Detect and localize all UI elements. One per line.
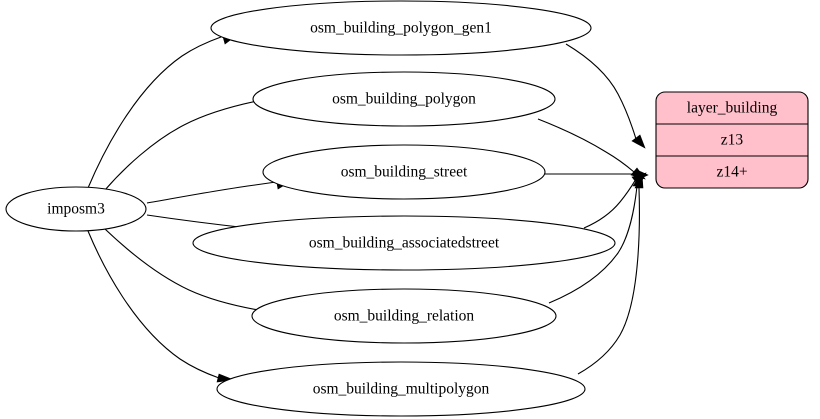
record-row-label-layer_building_z14plus: z14+ [716, 164, 747, 181]
layer-building-box [655, 91, 809, 189]
node-label-osm_building_polygon: osm_building_polygon [332, 91, 476, 108]
node-osm_building_relation[interactable]: osm_building_relation [251, 288, 557, 344]
node-osm_building_multipolygon[interactable]: osm_building_multipolygon [216, 361, 586, 417]
node-label-osm_building_multipolygon: osm_building_multipolygon [313, 381, 490, 398]
node-label-osm_building_associatedstreet: osm_building_associatedstreet [309, 235, 500, 252]
node-label-imposm3: imposm3 [47, 201, 105, 218]
edge-imposm3-to-osm_building_polygon [104, 95, 279, 191]
edge-osm_building_polygon-to-layer_building_z14plus [537, 118, 646, 180]
node-osm_building_street[interactable]: osm_building_street [262, 144, 546, 200]
node-label-osm_building_street: osm_building_street [341, 164, 468, 181]
node-imposm3[interactable]: imposm3 [5, 186, 147, 232]
node-osm_building_polygon_gen1[interactable]: osm_building_polygon_gen1 [210, 0, 592, 56]
edge-osm_building_multipolygon-to-layer_building_z14plus [577, 172, 644, 375]
edge-group-intermediate-to-record [537, 43, 649, 375]
node-label-osm_building_polygon_gen1: osm_building_polygon_gen1 [310, 20, 492, 37]
node-osm_building_polygon[interactable]: osm_building_polygon [252, 71, 556, 127]
node-layer_building[interactable]: layer_building z13 z14+ [655, 91, 809, 189]
edge-imposm3-to-osm_building_polygon_gen1 [87, 32, 238, 189]
edge-osm_building_polygon_gen1-to-layer_building_z13 [565, 43, 646, 149]
node-label-osm_building_relation: osm_building_relation [334, 308, 475, 325]
node-osm_building_associatedstreet[interactable]: osm_building_associatedstreet [192, 215, 616, 271]
record-row-label-layer_building_z13: z13 [721, 132, 744, 149]
record-row-label-layer_building_title: layer_building [687, 100, 778, 117]
edge-imposm3-to-osm_building_street [146, 177, 292, 204]
